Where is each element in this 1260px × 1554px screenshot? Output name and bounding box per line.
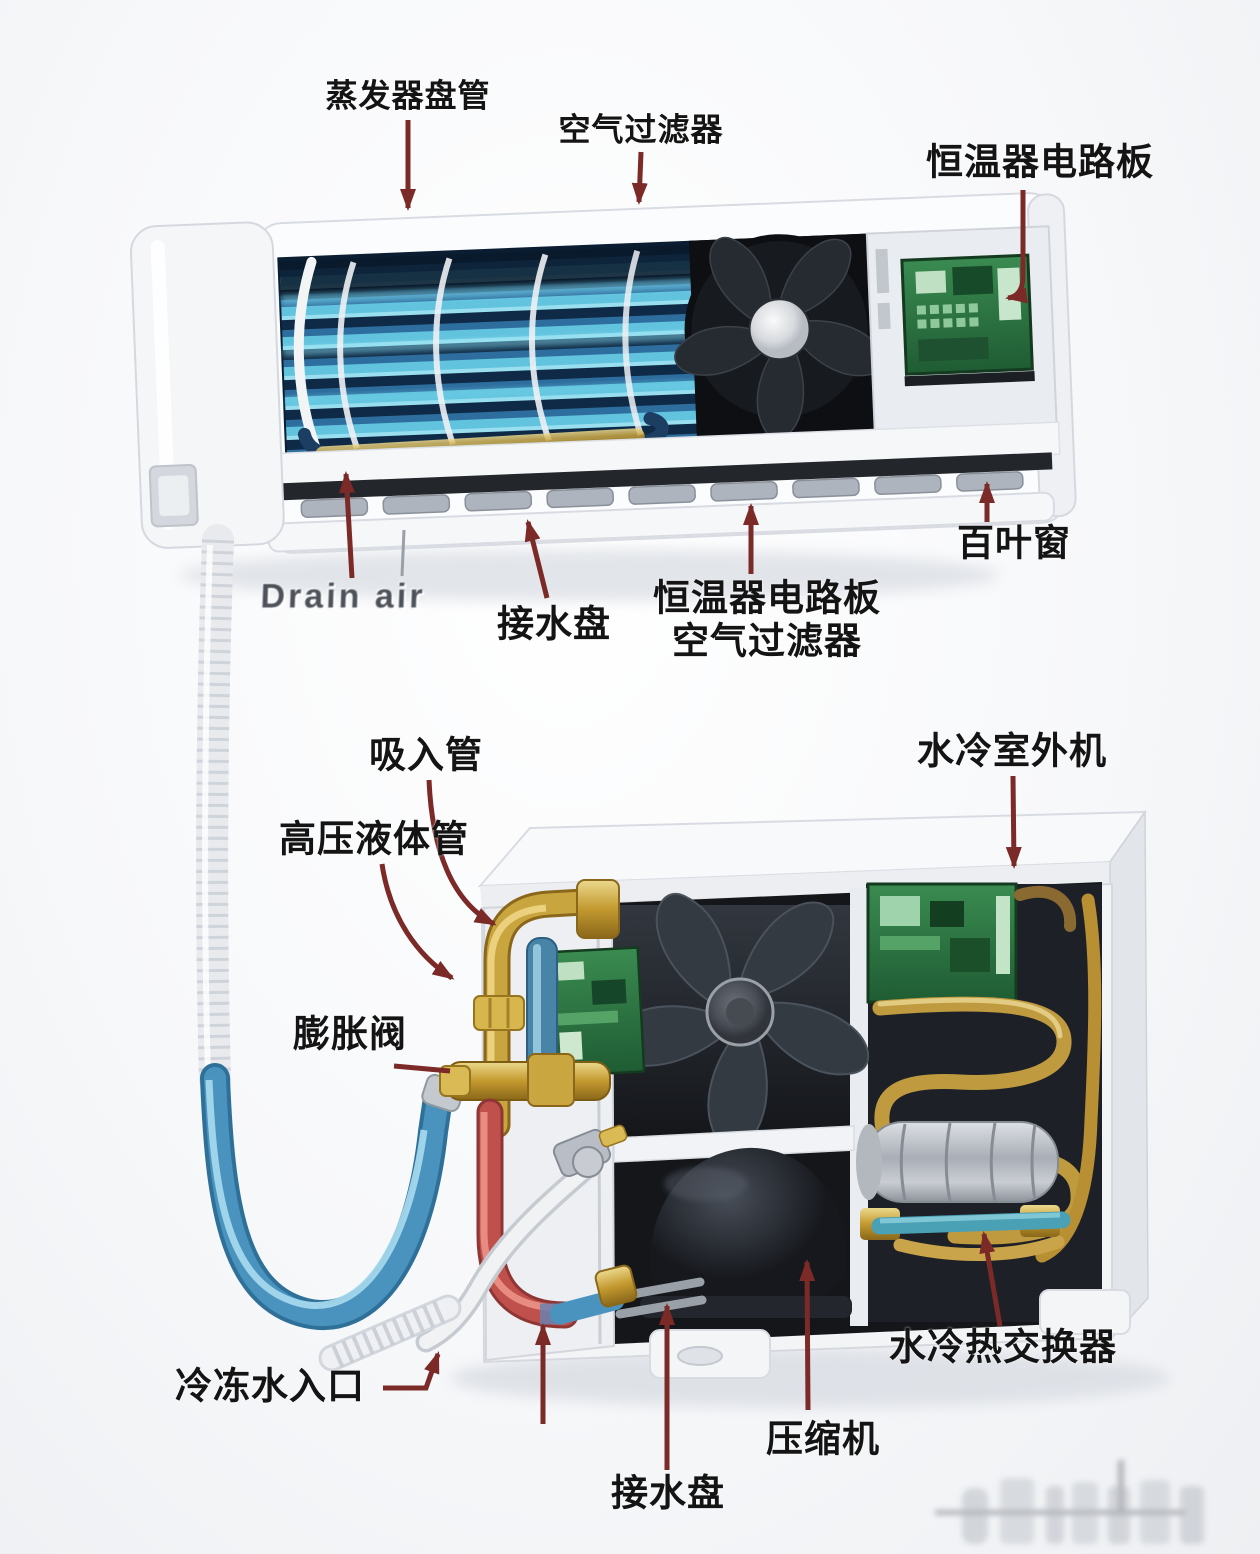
leader-arrows — [339, 120, 1028, 1470]
label-drain-pan-indoor: 接水盘 — [497, 603, 611, 645]
outdoor-unit — [477, 809, 1149, 1379]
label-heat-exchanger: 水冷热交换器 — [889, 1326, 1117, 1368]
watermark-illegible — [935, 1460, 1204, 1544]
chilled-water-pipe-blue — [200, 1063, 465, 1330]
leader-expansion-valve — [393, 1063, 451, 1074]
label-thermostat-board-bottom: 恒温器电路板 — [653, 577, 881, 619]
indoor-fan — [674, 233, 884, 441]
water-heat-exchanger-graphic — [856, 1121, 1071, 1240]
arrow-heat-exchanger — [979, 1231, 1003, 1327]
service-valve — [552, 1124, 628, 1178]
label-drain-air: Drain air — [259, 577, 427, 616]
label-evaporator-coil: 蒸发器盘管 — [325, 77, 491, 114]
label-high-pressure-pipe: 高压液体管 — [279, 818, 469, 860]
label-air-filter-top: 空气过滤器 — [558, 111, 724, 148]
indoor-unit — [129, 192, 1077, 554]
arrow-high-pressure-pipe — [379, 863, 455, 981]
label-drain-pan-outdoor: 接水盘 — [611, 1472, 725, 1514]
label-louver: 百叶窗 — [957, 522, 1071, 564]
label-water-cooled-outdoor-unit: 水冷室外机 — [917, 730, 1107, 772]
label-air-filter-bottom: 空气过滤器 — [672, 620, 862, 661]
arrow-drain-air — [339, 471, 356, 579]
arrow-thermostat-board-top — [1005, 190, 1028, 304]
label-thermostat-board-top: 恒温器电路板 — [926, 141, 1154, 183]
outdoor-foot-right — [1039, 1289, 1131, 1335]
outdoor-fan — [606, 892, 870, 1150]
indoor-left-endcap — [129, 221, 285, 549]
louver-slats — [300, 471, 1024, 519]
arrow-air-filter-top — [631, 151, 648, 205]
label-chilled-water-inlet: 冷冻水入口 — [175, 1365, 365, 1407]
label-compressor: 压缩机 — [766, 1418, 880, 1460]
arrow-chilled-water-inlet — [383, 1351, 441, 1391]
arrow-water-cooled-outdoor-unit — [1005, 775, 1022, 869]
indoor-unit-shadow — [180, 549, 1000, 601]
label-expansion-valve: 膨胀阀 — [293, 1013, 407, 1055]
arrow-drain-pan-indoor — [524, 519, 550, 599]
indoor-circuit-board — [865, 225, 1058, 435]
evaporator-coil-graphic — [279, 244, 715, 467]
arrow-suction-pipe — [426, 779, 497, 927]
expansion-valve-graphic — [439, 1053, 611, 1107]
outdoor-circuit-board — [866, 882, 1018, 1004]
leader-drain-air-thin — [400, 529, 406, 577]
label-thermostat-filter-combo: 恒温器电路板 空气过滤器 — [653, 577, 881, 662]
compressor-graphic — [615, 1147, 852, 1319]
arrow-compressor — [799, 1259, 816, 1411]
louver-slot — [282, 452, 1053, 501]
refrigerant-piping — [318, 879, 638, 1372]
drain-hose — [196, 524, 234, 1096]
label-suction-pipe: 吸入管 — [369, 734, 483, 776]
